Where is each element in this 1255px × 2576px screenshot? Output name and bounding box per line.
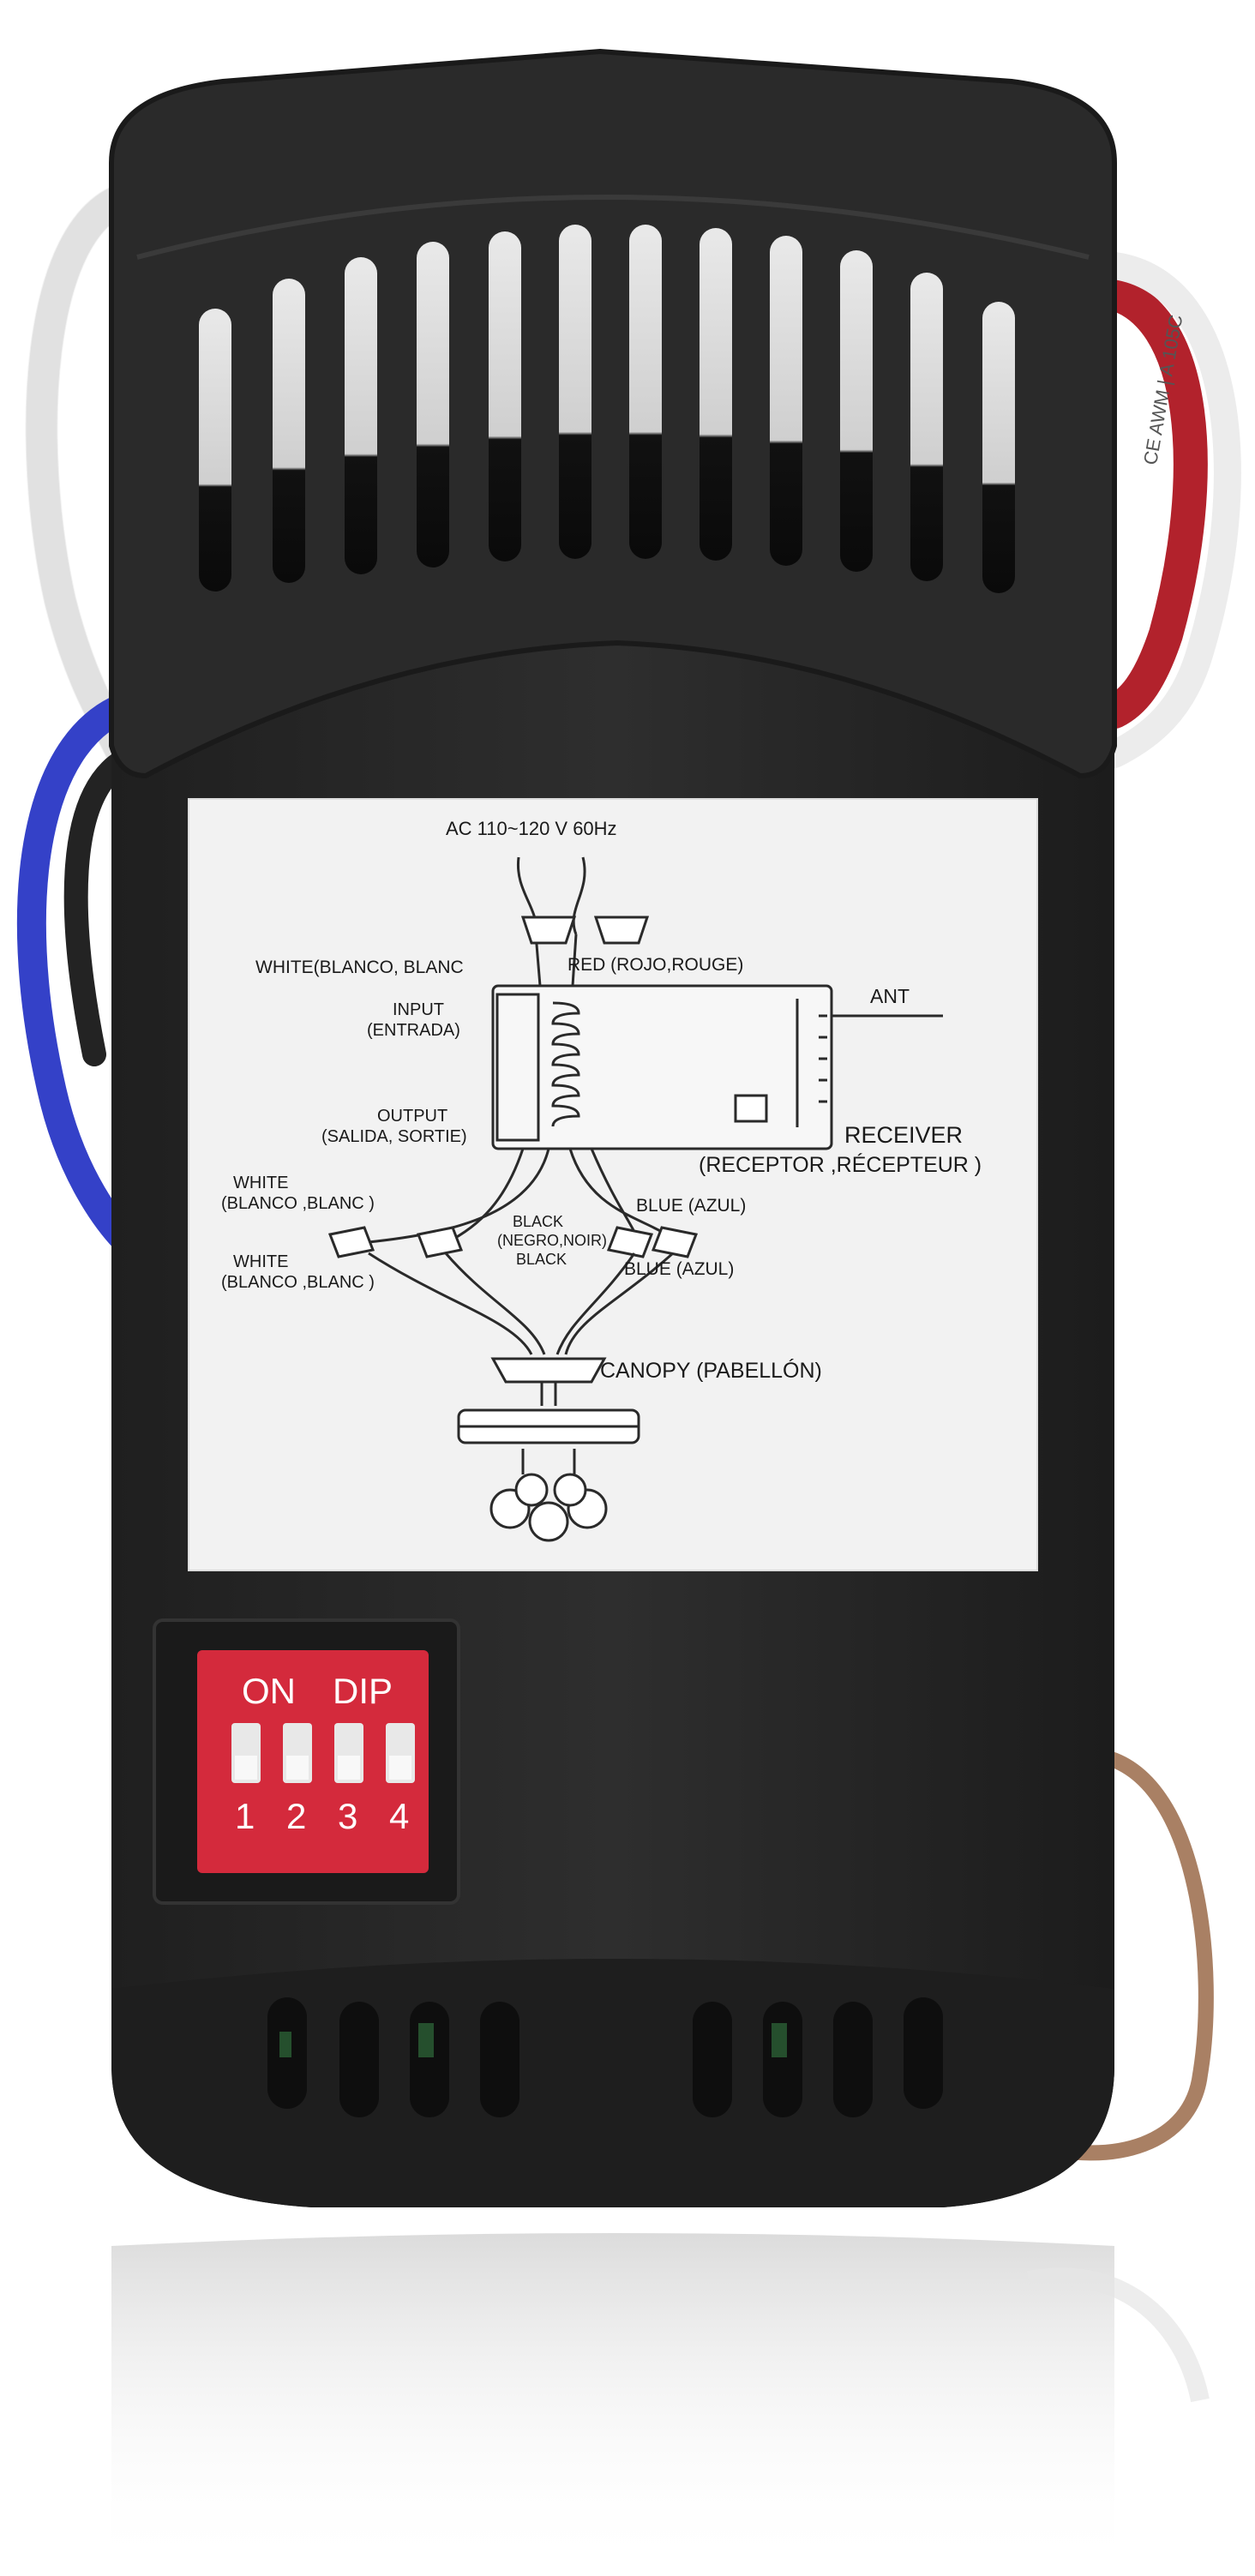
input-label: INPUT [393, 1000, 444, 1019]
dip-position-2: 2 [286, 1796, 307, 1836]
white-top-label: WHITE(BLANCO, BLANC [255, 958, 464, 977]
dip-position-3: 3 [338, 1796, 358, 1836]
housing-top-cap [109, 48, 1117, 779]
housing-bottom-cap [111, 1959, 1114, 2207]
white-wire-right [1101, 252, 1241, 768]
dip-position-1: 1 [235, 1796, 255, 1836]
wires [16, 181, 1241, 2161]
red-label: RED (ROJO,ROUGE) [567, 955, 744, 975]
ant-label: ANT [870, 985, 910, 1007]
input-es-label: (ENTRADA) [367, 1021, 460, 1040]
housing-top-inner-edge [136, 195, 1090, 260]
white2-label: WHITE [233, 1252, 289, 1271]
wiring-diagram-art [327, 856, 943, 1542]
supply-label: AC 110~120 V 60Hz [446, 818, 617, 839]
blue1-label: BLUE (AZUL) [636, 1196, 747, 1216]
black-label: BLACK [513, 1213, 564, 1230]
red-wire [1089, 274, 1208, 729]
dip-dip-label: DIP [333, 1671, 393, 1711]
top-vents [199, 225, 1015, 593]
black-wire [63, 742, 149, 1066]
dip-on-label: ON [242, 1671, 296, 1711]
dip-position-4: 4 [389, 1796, 410, 1836]
reflection-wire [1026, 2267, 1210, 2403]
white1-es-label: (BLANCO ,BLANC ) [221, 1194, 375, 1213]
blue-wire [16, 688, 152, 1258]
reflection [111, 2233, 1114, 2572]
white1-label: WHITE [233, 1174, 289, 1192]
bottom-vents [267, 1997, 943, 2117]
wiring-label-panel [188, 798, 1038, 1571]
white2-es-label: (BLANCO ,BLANC ) [221, 1273, 375, 1292]
black2-label: BLACK [516, 1251, 567, 1268]
blue2-label: BLUE (AZUL) [624, 1259, 735, 1279]
dip-switch-panel [197, 1650, 429, 1873]
output-es-label: (SALIDA, SORTIE) [321, 1127, 467, 1146]
dip-switch-toggles [231, 1723, 415, 1783]
brown-wire [1021, 1750, 1214, 2161]
output-label: OUTPUT [377, 1107, 448, 1126]
receiver-label: RECEIVER [844, 1122, 964, 1148]
receiver-es-label: (RECEPTOR ,RÉCEPTEUR ) [699, 1153, 982, 1177]
black-es-label: (NEGRO,NOIR) [497, 1232, 607, 1249]
canopy-label: CANOPY (PABELLÓN) [600, 1359, 822, 1383]
